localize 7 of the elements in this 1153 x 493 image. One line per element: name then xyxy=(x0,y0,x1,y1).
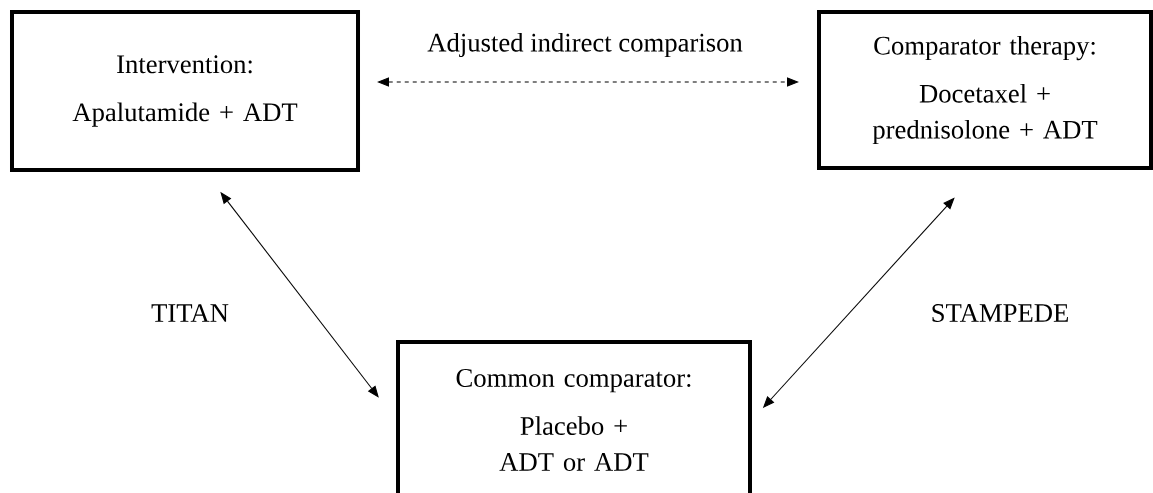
text-box: Intervention: Apalutamide + ADT xyxy=(10,10,360,172)
edge-label: TITAN xyxy=(149,302,231,324)
arrow xyxy=(377,77,799,87)
edge-label: STAMPEDE xyxy=(929,302,1071,324)
text-box: Comparator therapy: Docetaxel + prednisolone + ADT xyxy=(817,10,1153,170)
text-box: Common comparator: Placebo + ADT or ADT xyxy=(396,340,752,493)
edge-label: Adjusted indirect comparison xyxy=(425,31,745,59)
